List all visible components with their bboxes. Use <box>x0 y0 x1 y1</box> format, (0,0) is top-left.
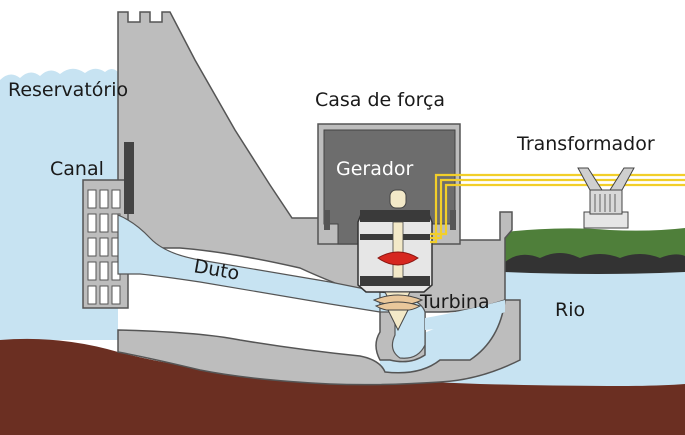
intake-grate <box>87 189 121 305</box>
label-generator: Gerador <box>336 158 414 180</box>
label-reservoir: Reservatório <box>8 79 128 101</box>
powerhouse-wall-left <box>324 210 330 230</box>
bedrock <box>0 338 685 435</box>
label-turbine: Turbina <box>419 291 490 313</box>
generator-unit <box>357 189 433 293</box>
transformer <box>577 167 635 229</box>
label-river: Rio <box>555 299 585 321</box>
label-canal: Canal <box>50 158 104 180</box>
turbine-runner <box>372 291 424 332</box>
dam-foundation <box>117 299 521 386</box>
powerhouse-wall-right <box>450 210 456 230</box>
tailrace-channel <box>425 300 505 330</box>
river-bank-rocks <box>505 253 685 274</box>
power-lines <box>430 173 685 244</box>
penstock <box>117 214 381 313</box>
intake-gate <box>124 142 134 214</box>
label-transformer: Transformador <box>516 133 655 155</box>
label-powerhouse: Casa de força <box>315 89 445 111</box>
